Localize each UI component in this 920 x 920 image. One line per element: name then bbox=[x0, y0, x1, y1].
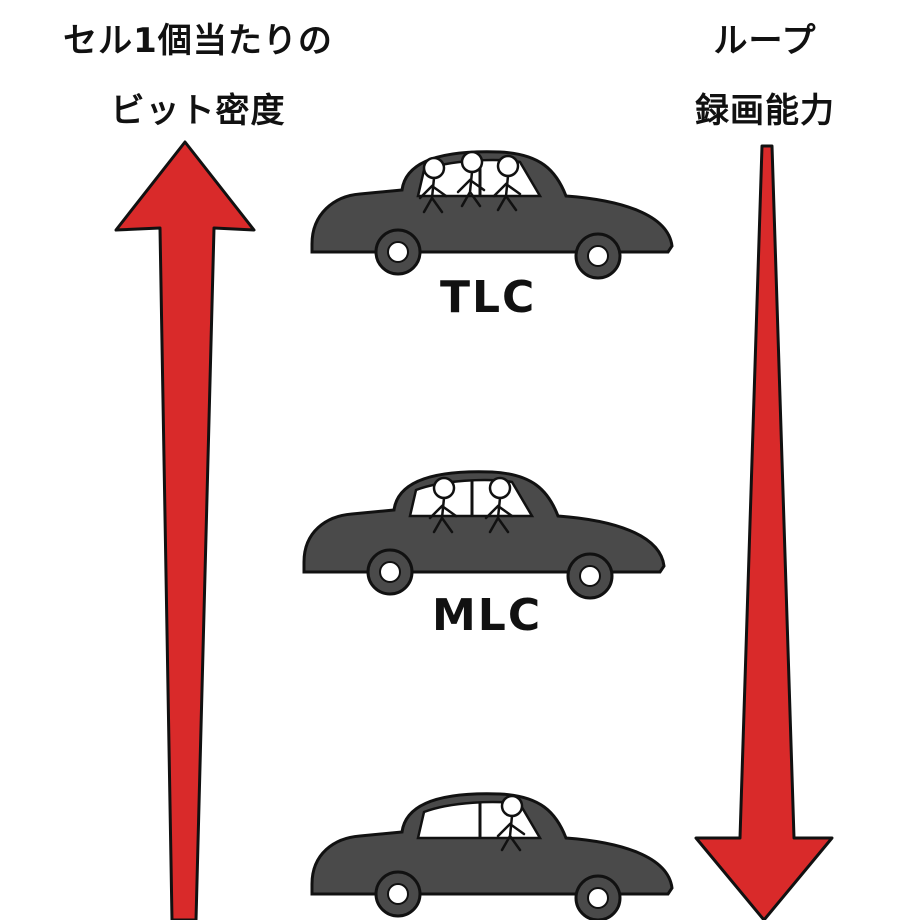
slc-car bbox=[310, 792, 674, 920]
tlc-label: TLC bbox=[440, 272, 537, 323]
down-arrow bbox=[694, 144, 834, 920]
loop-recording-heading: ループ 録画能力 bbox=[660, 6, 870, 146]
tlc-car bbox=[310, 150, 674, 280]
bit-density-heading-line1: セル1個当たりの bbox=[63, 21, 333, 61]
mlc-label: MLC bbox=[432, 590, 543, 641]
mlc-car bbox=[302, 470, 666, 600]
loop-recording-heading-line2: 録画能力 bbox=[695, 91, 835, 131]
loop-recording-heading-line1: ループ bbox=[713, 21, 817, 61]
bit-density-heading: セル1個当たりの ビット密度 bbox=[18, 6, 378, 146]
bit-density-heading-line2: ビット密度 bbox=[110, 91, 286, 131]
up-arrow bbox=[114, 140, 256, 920]
